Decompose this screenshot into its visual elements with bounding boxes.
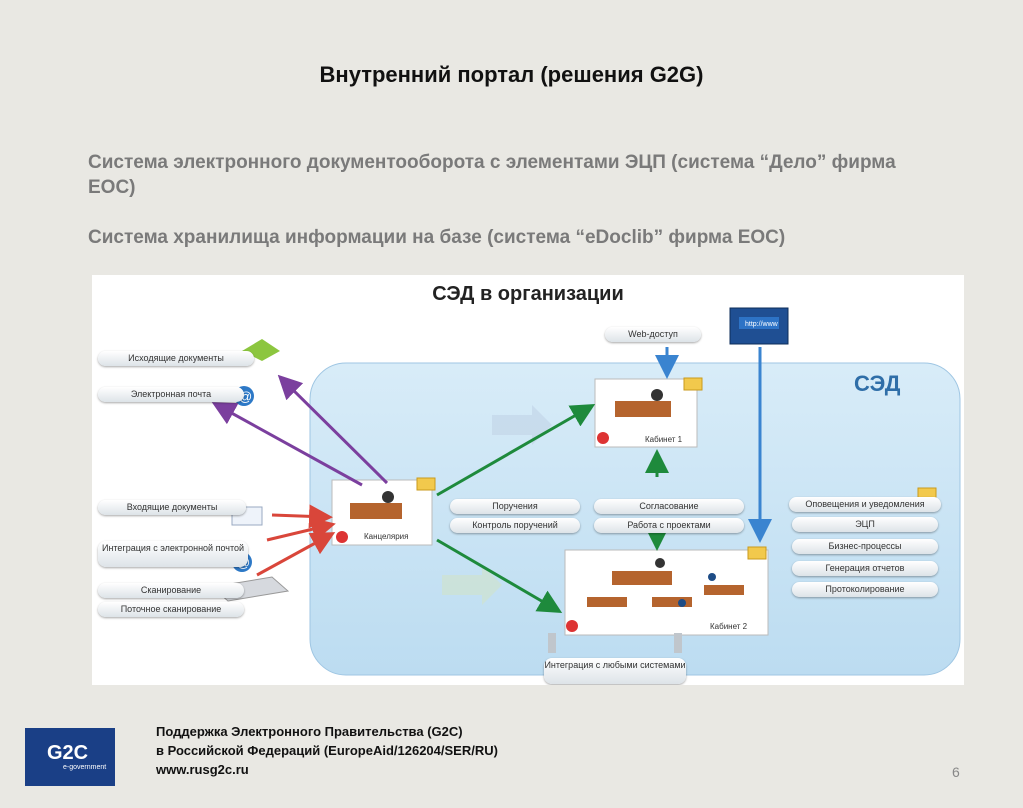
left-item-outgoing: Исходящие документы <box>98 351 254 366</box>
footer-line1: Поддержка Электронного Правительства (G2… <box>156 724 463 739</box>
center-item-control: Контроль поручений <box>450 518 580 533</box>
web-access-pill: Web-доступ <box>605 327 701 342</box>
right-item-logging: Протоколирование <box>792 582 938 597</box>
slide-text-line2: Система хранилища информации на базе (си… <box>88 227 786 248</box>
right-item-notifications: Оповещения и уведомления <box>789 497 941 512</box>
footer: Поддержка Электронного Правительства (G2… <box>156 722 498 779</box>
right-item-signature: ЭЦП <box>792 517 938 532</box>
bottom-item-integration: Интеграция с любыми системами <box>544 658 686 684</box>
right-item-business-processes: Бизнес-процессы <box>792 539 938 554</box>
g2c-logo: G2C e-government <box>25 728 115 786</box>
slide-title: Внутренний портал (решения G2G) <box>319 62 704 87</box>
office-label-cabinet1: Кабинет 1 <box>645 435 683 444</box>
sed-diagram: @ @ СЭД в организации СЭД http://www Web… <box>92 275 964 685</box>
footer-url[interactable]: www.rusg2c.ru <box>156 762 249 777</box>
center-item-projects: Работа с проектами <box>594 518 744 533</box>
web-server-screen-label: http://www <box>745 321 778 328</box>
logo-text: G2C <box>47 742 89 764</box>
envelope-icon <box>416 477 436 491</box>
envelope-icon <box>747 546 767 560</box>
slide-text-line1: Система электронного документооборота с … <box>88 152 896 198</box>
seal-icon <box>566 620 578 632</box>
office-label-cabinet2: Кабинет 2 <box>710 622 748 631</box>
left-item-email: Электронная почта <box>98 387 244 402</box>
left-item-scanning: Сканирование <box>98 583 244 598</box>
right-item-reports: Генерация отчетов <box>792 561 938 576</box>
center-item-assignments: Поручения <box>450 499 580 514</box>
office-label-chancellery: Канцелярия <box>364 532 409 541</box>
logo-subtext: e-government <box>63 764 107 771</box>
page-number: 6 <box>952 764 960 780</box>
sed-region-label: СЭД <box>854 371 901 396</box>
center-item-approval: Согласование <box>594 499 744 514</box>
left-item-stream-scanning: Поточное сканирование <box>98 602 244 617</box>
envelope-icon <box>683 377 703 391</box>
seal-icon <box>336 531 348 543</box>
seal-icon <box>597 432 609 444</box>
left-item-email-integration: Интеграция с электронной почтой <box>98 541 248 567</box>
left-item-incoming: Входящие документы <box>98 500 246 515</box>
diagram-graphics: @ @ <box>210 307 961 676</box>
diagram-title: СЭД в организации <box>432 283 624 305</box>
footer-line2: в Российской Федераций (EuropeAid/126204… <box>156 743 498 758</box>
